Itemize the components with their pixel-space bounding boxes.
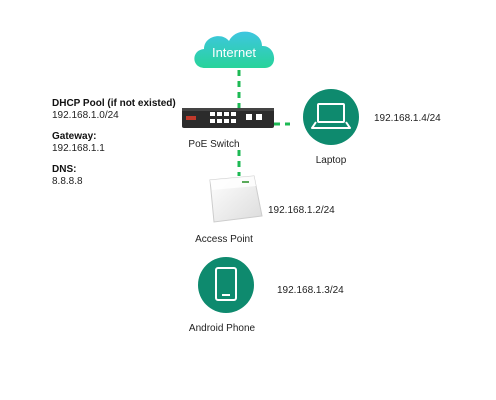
internet-label: Internet — [212, 45, 256, 60]
network-info: DHCP Pool (if not existed) 192.168.1.0/2… — [52, 98, 176, 187]
access-point-icon — [209, 175, 263, 223]
dns-value: 8.8.8.8 — [52, 176, 83, 187]
access-point-ip: 192.168.1.2/24 — [268, 205, 335, 216]
switch-label: PoE Switch — [188, 139, 239, 150]
laptop-label: Laptop — [316, 155, 347, 166]
cloud-icon — [194, 31, 275, 68]
dns-title: DNS: — [52, 164, 76, 175]
dhcp-title: DHCP Pool (if not existed) — [52, 98, 176, 109]
phone-icon — [215, 267, 237, 301]
switch-icon — [182, 108, 274, 128]
android-phone-node: Android Phone 192.168.1.3/24 — [189, 257, 344, 334]
phone-icon-circle — [198, 257, 254, 313]
access-point-node: Access Point 192.168.1.2/24 — [195, 175, 335, 245]
laptop-icon — [311, 103, 351, 129]
laptop-icon-circle — [303, 89, 359, 145]
internet-node: Internet — [194, 31, 275, 68]
gateway-title: Gateway: — [52, 131, 96, 142]
poe-switch-node: PoE Switch — [182, 108, 274, 150]
dhcp-value: 192.168.1.0/24 — [52, 110, 119, 121]
phone-label: Android Phone — [189, 323, 256, 334]
gateway-value: 192.168.1.1 — [52, 143, 105, 154]
access-point-label: Access Point — [195, 234, 253, 245]
laptop-node: Laptop 192.168.1.4/24 — [303, 89, 441, 166]
laptop-ip: 192.168.1.4/24 — [374, 113, 441, 124]
phone-ip: 192.168.1.3/24 — [277, 285, 344, 296]
